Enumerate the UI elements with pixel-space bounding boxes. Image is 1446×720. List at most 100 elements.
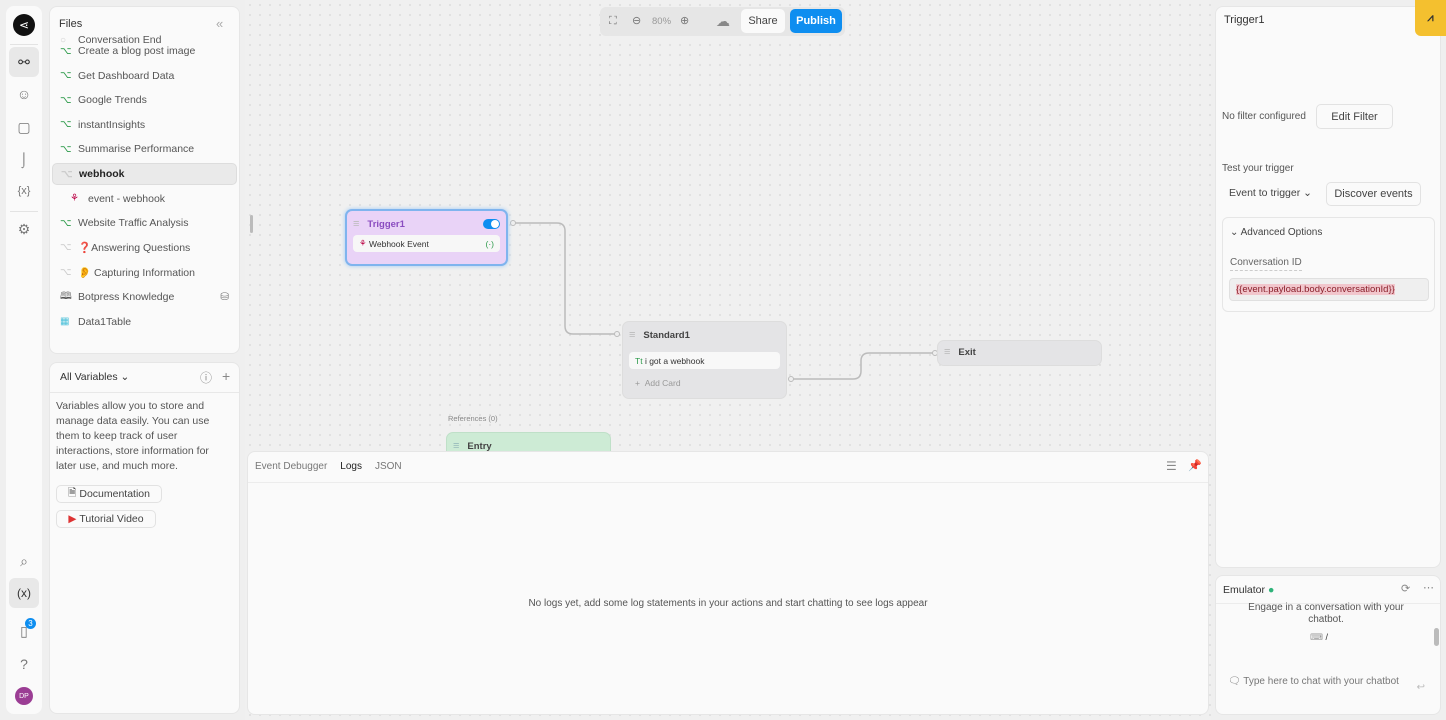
knowledge-book-icon[interactable]: ▢ (17, 118, 31, 135)
file-item[interactable]: ⌥Website Traffic Analysis (52, 212, 237, 234)
add-card-button[interactable]: + Add Card (635, 377, 681, 388)
variables-description: Variables allow you to store and manage … (56, 400, 210, 472)
hook-icon[interactable]: ⌡ (19, 151, 29, 167)
tab-event-debugger[interactable]: Event Debugger (255, 461, 328, 472)
notification-badge: 3 (25, 618, 36, 629)
publish-button[interactable]: Publish (790, 9, 842, 33)
event-select[interactable]: Event to trigger ⌄ (1229, 187, 1312, 199)
variables-selector[interactable]: All Variables ⌄ (60, 371, 130, 383)
scrollbar[interactable] (1434, 628, 1439, 646)
file-item[interactable]: ⌥ Summarise Performance (52, 138, 237, 160)
zoom-in-icon[interactable]: ⊕ (680, 15, 690, 27)
workflow-icon: ⌥ (60, 119, 72, 131)
variables-icon[interactable]: {x} (17, 185, 31, 197)
table-icon: ▦ (60, 316, 70, 328)
workflow-icon: ⌥ (60, 94, 72, 106)
discover-events-button[interactable]: Discover events (1326, 182, 1421, 206)
fit-view-icon[interactable]: ⛶ (609, 15, 617, 27)
clear-logs-icon[interactable]: ☰ (1166, 459, 1177, 473)
test-trigger-label: Test your trigger (1222, 163, 1294, 174)
add-variable-icon[interactable]: + (222, 368, 231, 384)
inspector-title: Trigger1 (1224, 14, 1265, 26)
help-icon[interactable]: ? (20, 656, 28, 672)
book-icon: 🕮 (60, 290, 72, 302)
inspector-panel: Trigger1 No filter configured Edit Filte… (1215, 6, 1441, 568)
conversation-id-label: Conversation ID (1230, 257, 1302, 271)
references-label: References (0) (448, 414, 498, 423)
file-item-label: ❓Answering Questions (78, 242, 191, 255)
workflow-icon: ⌥ (60, 143, 72, 155)
tab-json[interactable]: JSON (374, 461, 402, 472)
botpress-logo[interactable]: ⋖ (9, 10, 39, 40)
canvas-toolbar: ⛶ ⊖ 80% ⊕ ☁ Share Publish (600, 7, 845, 36)
refresh-icon[interactable]: ⟳ (1401, 583, 1411, 595)
emulator-title: Emulator ● (1223, 584, 1275, 596)
variables-panel-icon[interactable]: (x) (9, 578, 39, 608)
file-item[interactable]: ⌥ Get Dashboard Data (52, 65, 237, 87)
file-item-label: Conversation End (78, 34, 162, 46)
trigger-node[interactable]: ≡Trigger1 ⚘ Webhook Event(·) (345, 209, 508, 266)
file-item-label: Create a blog post image (78, 45, 196, 57)
webhook-event-card[interactable]: ⚘ Webhook Event(·) (353, 235, 500, 252)
left-rail: ⋖ ⚯ ☺ ▢ ⌡ {x} ⚙ ⌕ (x) ▯3 ? DP (6, 6, 42, 714)
files-title: Files (59, 18, 83, 30)
file-item[interactable]: ⚘event - webhook (52, 188, 237, 210)
workflow-icon: ⌥ (60, 242, 72, 254)
more-icon[interactable]: ⋯ (1423, 582, 1434, 594)
help-icon[interactable]: ⓘ (200, 371, 213, 385)
chat-input[interactable]: 🗨 Type here to chat with your chatbot↩ (1228, 676, 1425, 693)
file-item[interactable]: 🕮Botpress Knowledge⛁ (52, 286, 237, 308)
files-panel: Files « ○ Conversation End ⌥ Create a blog … (49, 6, 240, 354)
file-item-label: Website Traffic Analysis (78, 217, 189, 230)
clipboard-icon[interactable]: ▯3 (9, 616, 39, 646)
zoom-out-icon[interactable]: ⊖ (632, 15, 642, 27)
workflow-icon: ⌥ (61, 168, 73, 180)
node-title: Trigger1 (367, 218, 405, 230)
share-button[interactable]: Share (741, 9, 785, 33)
emulator-intro: Engage in a conversation with your chatb… (1248, 602, 1404, 625)
studio-logo-button[interactable]: ⩘ (1415, 0, 1446, 36)
advanced-options-toggle[interactable]: ⌄ Advanced Options (1230, 227, 1323, 238)
database-icon[interactable]: ⛁ (220, 291, 229, 303)
text-card[interactable]: Tt i got a webhook (629, 352, 780, 369)
file-item-label: 👂 Capturing Information (78, 266, 195, 279)
pin-icon[interactable]: 📌 (1188, 460, 1202, 472)
file-item[interactable]: ▦ Data1Table (52, 311, 237, 333)
file-item[interactable]: ○ Conversation End (52, 29, 237, 51)
conversation-id-input[interactable]: {{event.payload.body.conversationId}} (1229, 278, 1429, 301)
workflow-icon: ⌥ (60, 70, 72, 82)
keyboard-icon: ⌨ / (1310, 632, 1329, 642)
send-icon: ↩ (1416, 682, 1425, 693)
workflow-icon: ⌥ (60, 266, 72, 278)
file-item-label: Data1Table (78, 315, 132, 328)
status-dot: ● (1267, 584, 1275, 596)
file-item[interactable]: ⌥ Create a blog post image (52, 40, 237, 62)
circle-icon: ○ (60, 34, 67, 46)
file-item[interactable]: ⌥Google Trends (52, 89, 237, 111)
workflow-icon[interactable]: ⚯ (9, 47, 39, 77)
tutorial-video-link[interactable]: ▶ Tutorial Video (56, 510, 156, 528)
file-item[interactable]: ⌥ ❓Answering Questions (52, 237, 237, 259)
collapse-icon[interactable]: « (216, 16, 224, 31)
resize-handle[interactable] (250, 215, 253, 233)
avatar[interactable]: DP (9, 681, 39, 711)
variables-panel: All Variables ⌄ ⓘ + Variables allow you … (49, 362, 240, 714)
file-item-label: webhook (79, 168, 125, 180)
file-item[interactable]: ⌥ 👂 Capturing Information (52, 261, 237, 283)
file-item-label: instantInsights (78, 118, 146, 131)
trigger-toggle[interactable] (483, 219, 500, 229)
file-item-label: Get Dashboard Data (78, 69, 175, 82)
file-item[interactable]: ⌥ instantInsights (52, 114, 237, 136)
gear-icon[interactable]: ⚙ (17, 220, 31, 237)
edit-filter-button[interactable]: Edit Filter (1316, 104, 1393, 129)
standard-node[interactable]: ≡Standard1 Tt i got a webhook + Add Card (622, 321, 787, 399)
workflow-icon: ⌥ (60, 45, 72, 57)
emulator-panel: Emulator ● ⟳ ⋯ Engage in a conversation … (1215, 575, 1441, 715)
file-item[interactable]: ⌥ webhook (52, 163, 237, 185)
exit-node[interactable]: ≡Exit (937, 340, 1102, 366)
bot-icon[interactable]: ☺ (16, 86, 32, 102)
file-item-label: Summarise Performance (78, 143, 195, 156)
search-icon[interactable]: ⌕ (20, 552, 28, 569)
documentation-link[interactable]: 🗎 Documentation (56, 485, 162, 503)
tab-logs[interactable]: Logs (340, 461, 362, 472)
